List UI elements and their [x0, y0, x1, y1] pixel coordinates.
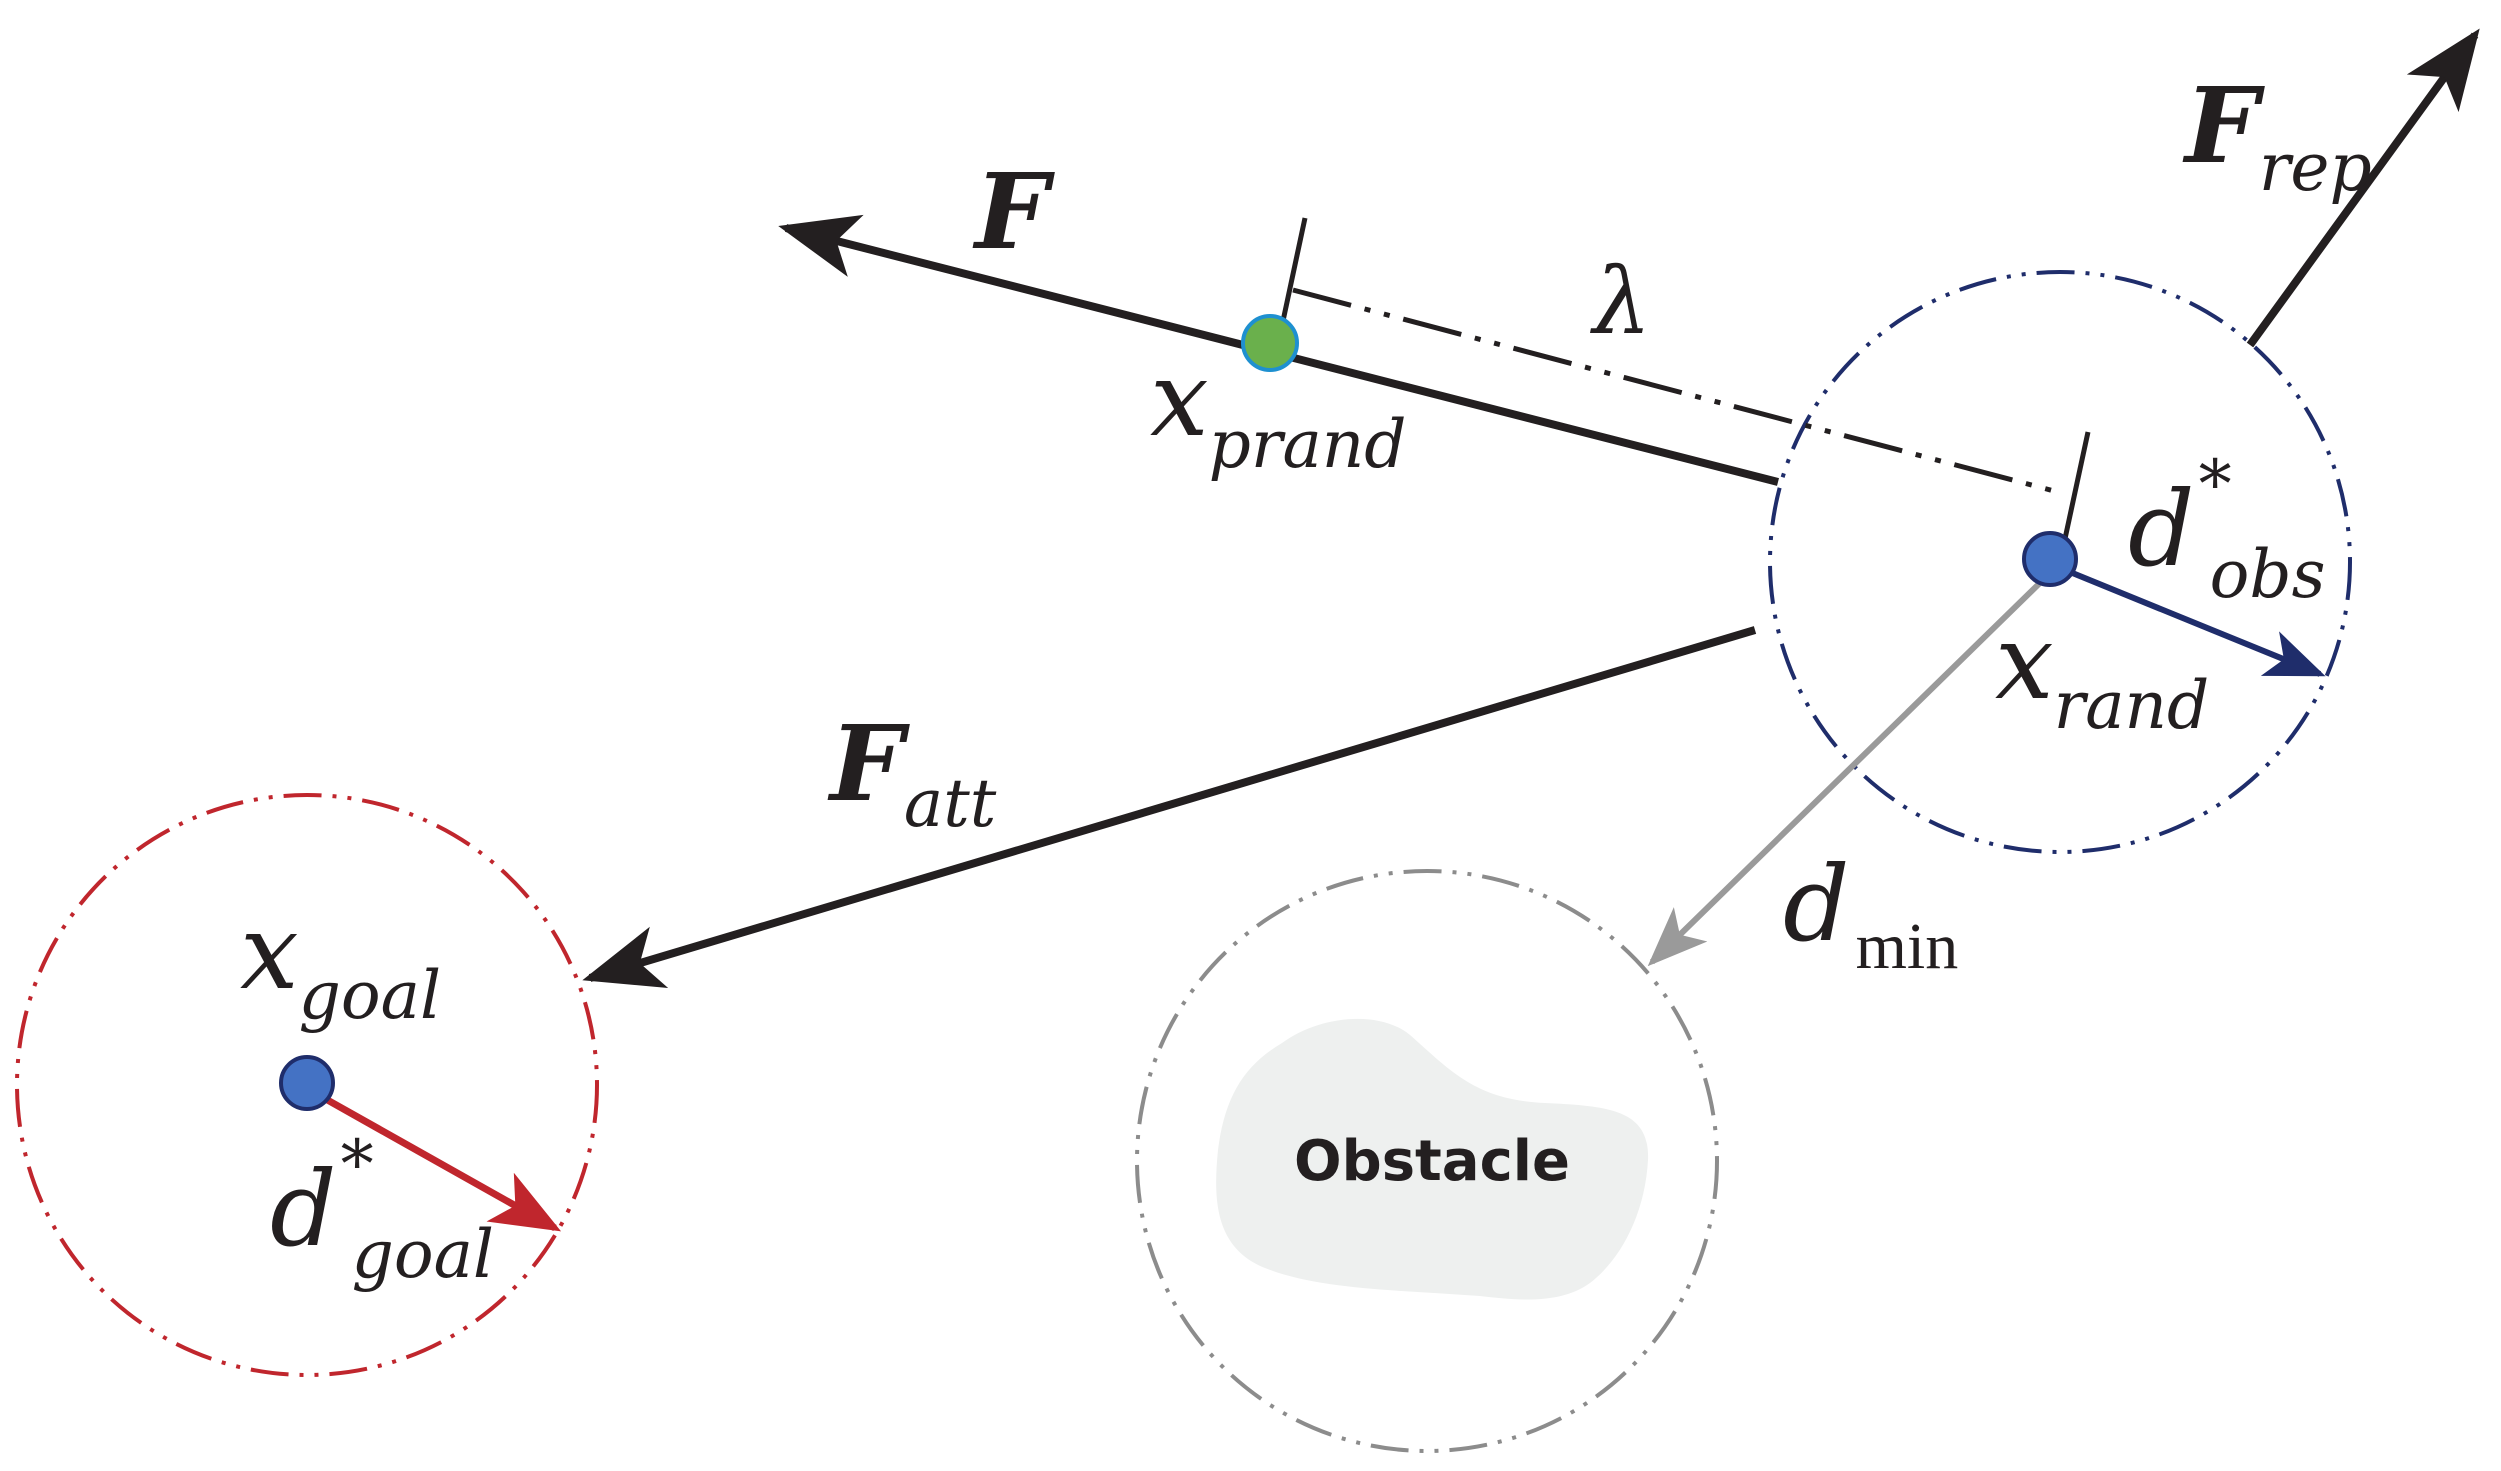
x-rand-node [2022, 531, 2078, 587]
force-att-arrow [582, 626, 1757, 989]
d-min-arrow [1647, 572, 2051, 967]
label-x-goal: xgoal [240, 891, 441, 1034]
label-force-F: F [972, 150, 1055, 273]
d-obs-radius-arrow [2068, 569, 2326, 677]
lambda-tick-right [2060, 431, 2091, 549]
label-d-min: dmin [1783, 843, 1958, 983]
obstacle-label: Obstacle [1294, 1129, 1570, 1194]
label-d-obs: d*obs [2128, 446, 2325, 613]
label-lambda: λ [1589, 248, 1651, 355]
label-x-prand: xprand [1150, 338, 1407, 483]
lambda-tick-left [1277, 217, 1308, 336]
obstacle-boundary-circle [1135, 869, 1719, 1453]
lambda-dimension-line [1292, 287, 2059, 495]
d-goal-radius-arrow [313, 1089, 562, 1232]
obs-influence-circle [1768, 270, 2352, 854]
label-force-rep: Frep [2182, 64, 2372, 206]
x-prand-node [1241, 314, 1299, 372]
label-x-rand: xrand [1995, 601, 2209, 744]
label-d-goal: d*goal [270, 1126, 494, 1293]
goal-circle [15, 793, 599, 1377]
obstacle-shape [1216, 1018, 1649, 1300]
label-force-att: Fatt [827, 702, 997, 842]
x-goal-node [279, 1055, 335, 1111]
force-rep-arrow [2246, 28, 2480, 348]
